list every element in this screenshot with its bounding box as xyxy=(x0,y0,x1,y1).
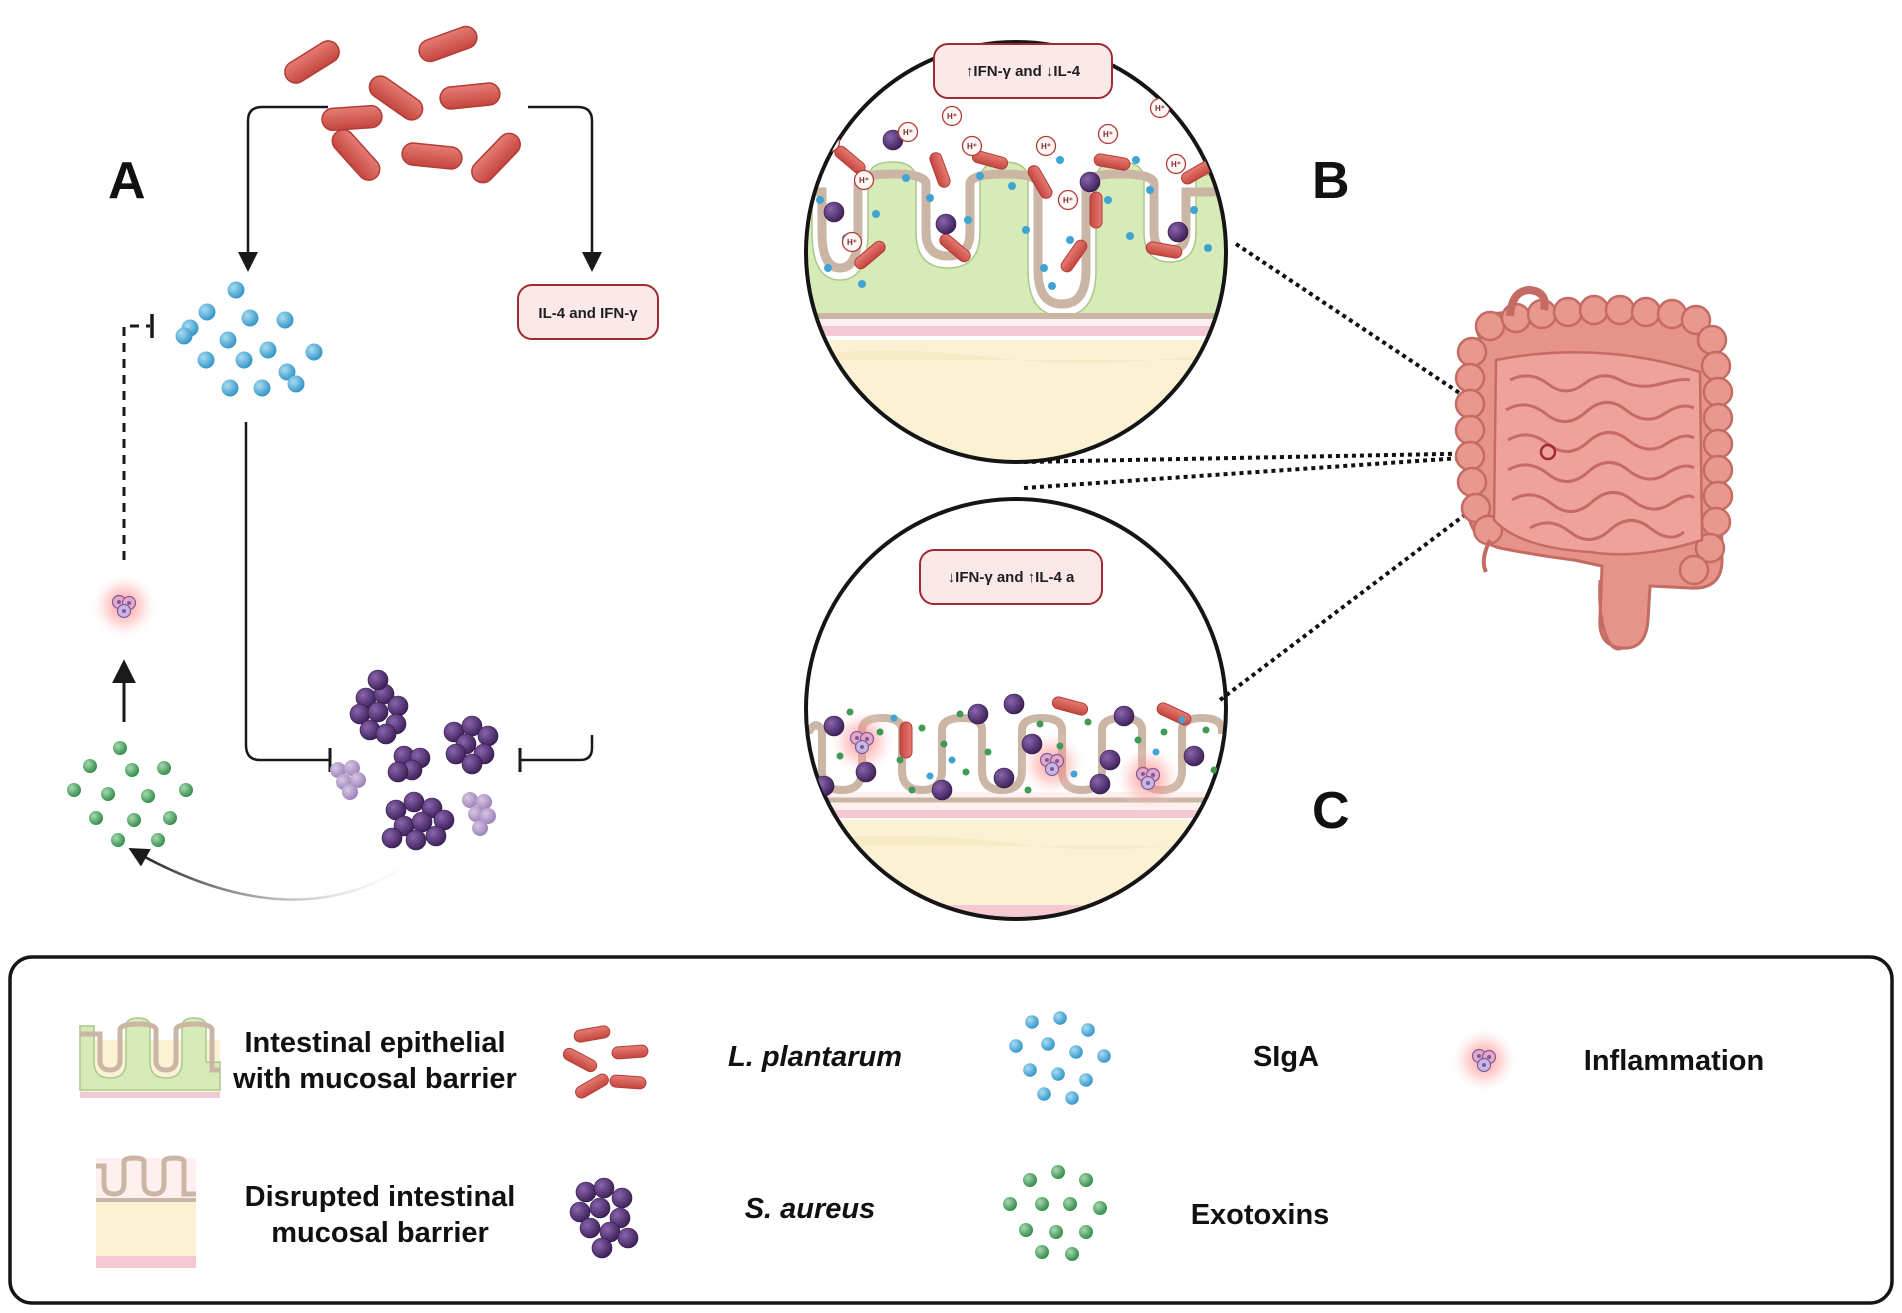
panel-b-cytokine-label: ↑IFN-γ and ↓IL-4 xyxy=(966,63,1081,80)
panel-c-cytokine-pill: ↓IFN-γ and ↑IL-4 a xyxy=(919,549,1103,605)
l-plantarum-rods-top xyxy=(279,22,526,188)
exotoxin-cluster xyxy=(67,741,193,847)
arrow-to-cytokines xyxy=(528,105,602,272)
legend-disrupted-line2: mucosal barrier xyxy=(271,1217,489,1249)
siga-cluster xyxy=(175,281,323,397)
legend-epithelial-line1: Intestinal epithelial xyxy=(244,1027,505,1059)
inflammation-inhibit-dashed-line xyxy=(122,324,150,560)
legend-exotoxins-label: Exotoxins xyxy=(1191,1199,1330,1231)
panel-c-contents xyxy=(813,693,1218,813)
proton-label: H⁺ xyxy=(1155,104,1165,113)
panel-b-contents: H⁺ H⁺ H⁺ H⁺ H⁺ H⁺ H⁺ H⁺ H⁺ H⁺ H⁺ xyxy=(816,97,1218,290)
legend-siga-label: SIgA xyxy=(1253,1041,1319,1073)
legend-box: Intestinal epithelial with mucosal barri… xyxy=(8,955,1894,1305)
panel-letter-b: B xyxy=(1312,152,1350,210)
proton-label: H⁺ xyxy=(1171,160,1181,169)
legend-inflammation-icon xyxy=(1449,1025,1519,1095)
legend-disrupted-line1: Disrupted intestinal xyxy=(245,1181,516,1213)
zoom-circle-c xyxy=(804,497,1228,921)
panel-c: ↓IFN-γ and ↑IL-4 a C xyxy=(804,497,1350,921)
panel-a: A xyxy=(67,22,659,901)
proton-label: H⁺ xyxy=(859,176,869,185)
zoom-circle-b xyxy=(804,40,1228,464)
arrow-staph-to-exotoxins xyxy=(128,848,417,901)
il4-ifn-pill: IL-4 and IFN-γ xyxy=(517,284,659,340)
panel-b-cytokine-pill: ↑IFN-γ and ↓IL-4 xyxy=(933,43,1113,99)
panel-letter-c: C xyxy=(1312,782,1350,840)
legend-epithelial-line2: with mucosal barrier xyxy=(232,1063,517,1095)
proton-label: H⁺ xyxy=(1041,142,1051,151)
legend-inflammation-label: Inflammation xyxy=(1584,1045,1764,1077)
cytokine-inhibit-elbow xyxy=(520,735,594,762)
intestine-organ-icon xyxy=(1454,285,1734,651)
s-aureus-clusters xyxy=(330,669,499,851)
arrow-to-siga xyxy=(238,105,328,272)
il4-ifn-label: IL-4 and IFN-γ xyxy=(538,305,638,322)
panel-letter-a: A xyxy=(108,152,146,210)
panel-b: H⁺ H⁺ H⁺ H⁺ H⁺ H⁺ H⁺ H⁺ H⁺ H⁺ H⁺ ↑IFN-γ … xyxy=(804,40,1350,464)
disrupted-barrier-icon xyxy=(96,1155,196,1268)
proton-label: H⁺ xyxy=(1103,130,1113,139)
inflammation-cell-icon xyxy=(89,571,159,641)
epithelial-barrier-icon xyxy=(79,1017,221,1098)
proton-label: H⁺ xyxy=(967,142,977,151)
panel-c-cytokine-label: ↓IFN-γ and ↑IL-4 a xyxy=(948,569,1075,586)
legend-l-plantarum-label: L. plantarum xyxy=(728,1041,902,1073)
proton-label: H⁺ xyxy=(903,128,913,137)
proton-label: H⁺ xyxy=(1063,196,1073,205)
proton-label: H⁺ xyxy=(947,112,957,121)
siga-inhibit-line xyxy=(244,422,330,762)
proton-label: H⁺ xyxy=(847,238,857,247)
legend-s-aureus-label: S. aureus xyxy=(745,1193,876,1225)
